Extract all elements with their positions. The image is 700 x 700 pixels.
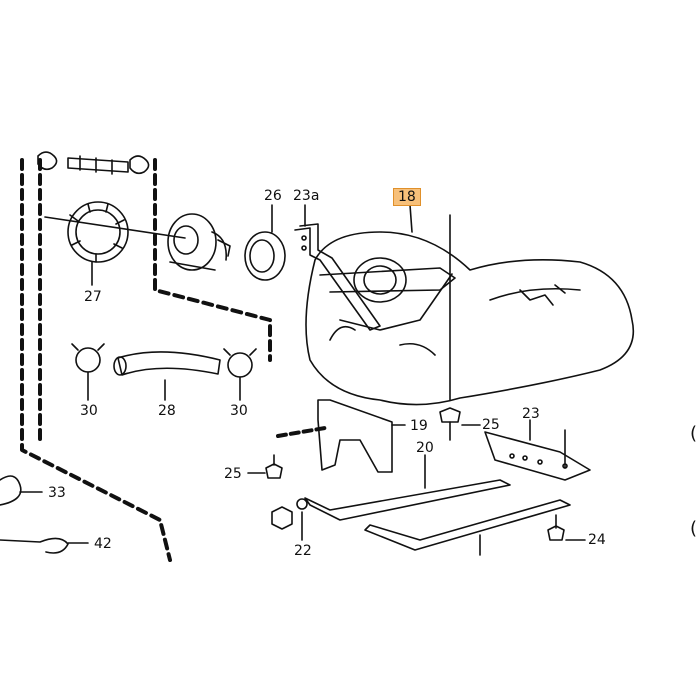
filter-33 [0,475,43,506]
callout-25-left[interactable]: 25 [224,466,242,482]
dashed-boundary-inner [153,158,272,362]
nut-22 [271,498,308,541]
callout-27[interactable]: 27 [84,289,102,305]
callout-23[interactable]: 23 [522,406,540,422]
heat-shield-19 [276,399,406,473]
bolt-24 [547,514,586,541]
dashed-boundary-left [20,158,172,562]
hose-28 [113,351,221,401]
callout-19[interactable]: 19 [410,418,428,434]
callout-22[interactable]: 22 [294,543,312,559]
bracket-23a [294,204,381,331]
callout-30-right[interactable]: 30 [230,403,248,419]
fuel-sender-unit [167,213,231,271]
callout-24[interactable]: 24 [588,532,606,548]
bolt-25-top [439,407,481,441]
sender-ring-27 [44,201,186,286]
edge-mark-top: ( [690,423,698,444]
callout-26[interactable]: 26 [264,188,282,204]
callout-28[interactable]: 28 [158,403,176,419]
hose-clamp-30-right [223,348,257,401]
callout-20[interactable]: 20 [416,440,434,456]
callout-25-top[interactable]: 25 [482,417,500,433]
tank-strap-20 [304,454,571,556]
hose-clamp-30-left [71,343,105,401]
hose-42 [0,537,89,554]
callout-33[interactable]: 33 [48,485,66,501]
callout-18[interactable]: 18 [393,188,421,206]
callout-23a[interactable]: 23a [293,188,320,204]
fuel-tank-18 [305,204,634,406]
bolt-25-left [247,454,283,479]
callout-42[interactable]: 42 [94,536,112,552]
callout-30-left[interactable]: 30 [80,403,98,419]
seal-ring-26 [244,204,286,281]
upper-hose-assembly [37,151,150,175]
bracket-plate-23 [484,419,591,481]
edge-mark-bottom: ( [690,518,698,539]
